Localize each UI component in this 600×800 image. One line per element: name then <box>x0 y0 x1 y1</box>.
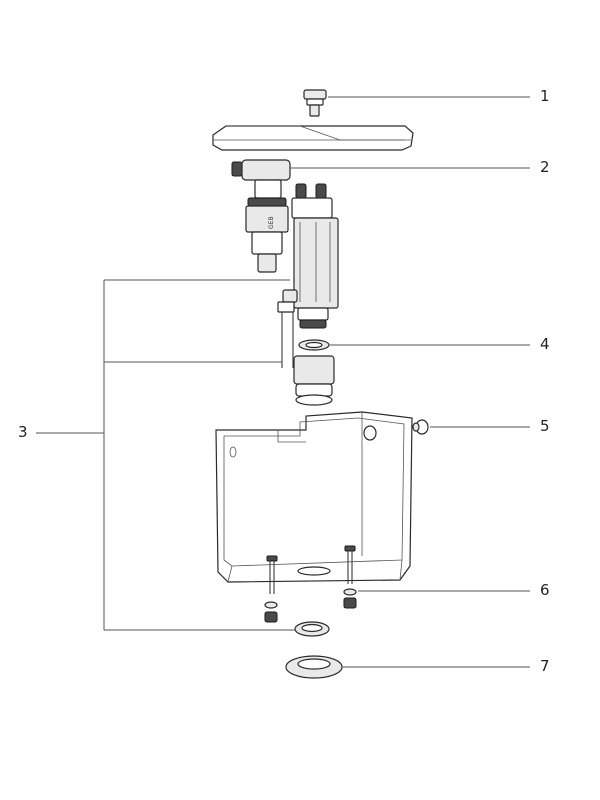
callout-3: 3 <box>18 423 28 441</box>
flush-valve-part <box>277 183 339 406</box>
fill-valve-part: GEB <box>231 159 291 273</box>
side-plug-part <box>412 419 429 435</box>
cistern-tank <box>215 411 413 583</box>
fixing-bolts-part <box>264 545 357 623</box>
callout-7: 7 <box>540 657 550 675</box>
callout-5: 5 <box>540 417 550 435</box>
lock-nut-part <box>294 621 330 637</box>
cone-seal-part <box>285 655 343 679</box>
leader-lines <box>36 96 530 668</box>
callout-4: 4 <box>540 335 550 353</box>
callout-1: 1 <box>540 87 550 105</box>
push-button-part <box>303 89 327 117</box>
callout-2: 2 <box>540 158 550 176</box>
cistern-lid <box>212 125 414 151</box>
callout-6: 6 <box>540 581 550 599</box>
seal-ring-part <box>298 339 330 351</box>
brand-mark: GEB <box>268 216 275 229</box>
